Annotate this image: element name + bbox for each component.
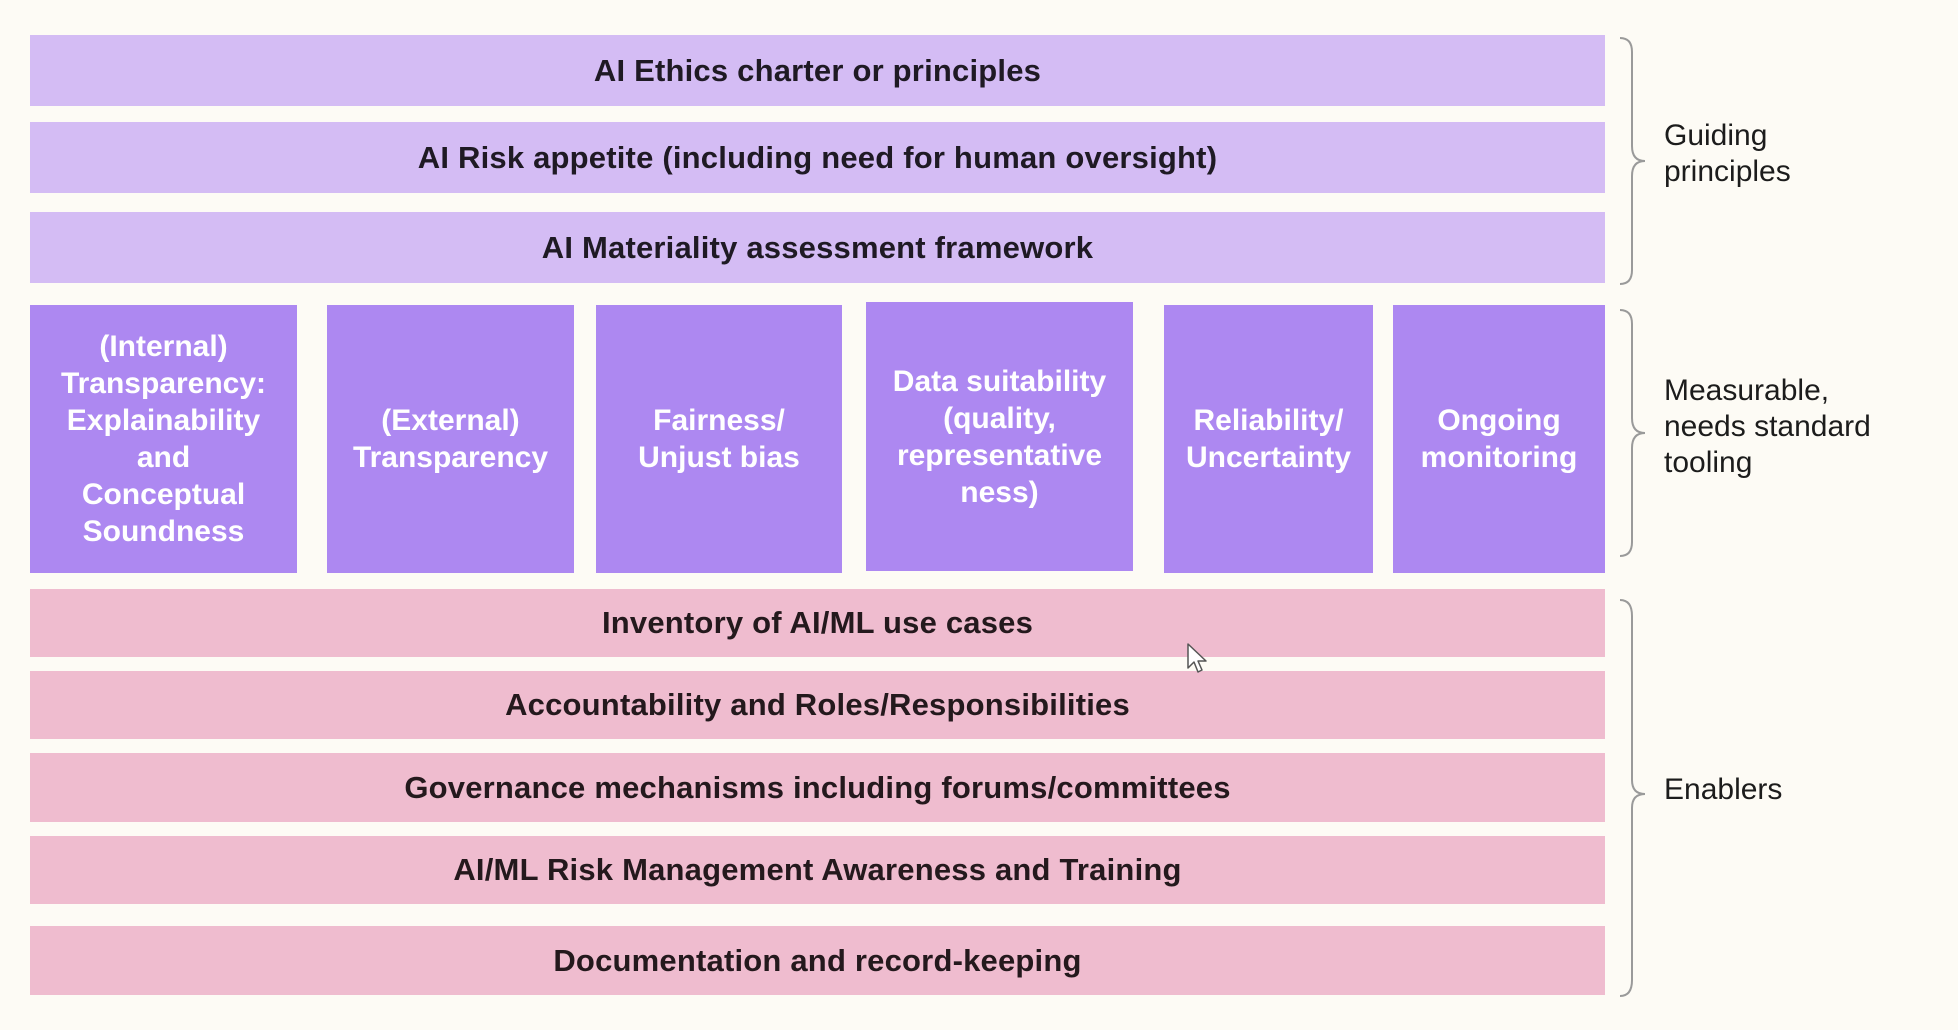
enabler-bar-governance: Governance mechanisms including forums/c… — [30, 753, 1605, 822]
pillar-internal-transparency: (Internal) Transparency: Explainability … — [30, 305, 297, 573]
measurable-brace-icon — [1618, 308, 1648, 558]
measurable-label: Measurable, needs standard tooling — [1664, 374, 1871, 479]
guiding-bar-risk-appetite: AI Risk appetite (including need for hum… — [30, 122, 1605, 193]
mouse-pointer-icon — [1186, 642, 1208, 676]
enabler-bar-documentation: Documentation and record-keeping — [30, 926, 1605, 995]
pillar-data-suitability: Data suitability (quality, representativ… — [866, 302, 1133, 571]
pillar-external-transparency: (External) Transparency — [327, 305, 574, 573]
guiding-principles-label: Guiding principles — [1664, 119, 1791, 188]
enablers-brace-icon — [1618, 598, 1648, 998]
pillar-reliability: Reliability/ Uncertainty — [1164, 305, 1373, 573]
enabler-bar-training: AI/ML Risk Management Awareness and Trai… — [30, 836, 1605, 904]
pillar-fairness: Fairness/ Unjust bias — [596, 305, 842, 573]
guiding-bar-materiality-framework: AI Materiality assessment framework — [30, 212, 1605, 283]
guiding-bar-ethics-charter: AI Ethics charter or principles — [30, 35, 1605, 106]
enabler-bar-accountability: Accountability and Roles/Responsibilitie… — [30, 671, 1605, 739]
enabler-bar-inventory: Inventory of AI/ML use cases — [30, 589, 1605, 657]
guiding-brace-icon — [1618, 36, 1648, 286]
pillar-ongoing-monitoring: Ongoing monitoring — [1393, 305, 1605, 573]
enablers-label: Enablers — [1664, 773, 1783, 806]
